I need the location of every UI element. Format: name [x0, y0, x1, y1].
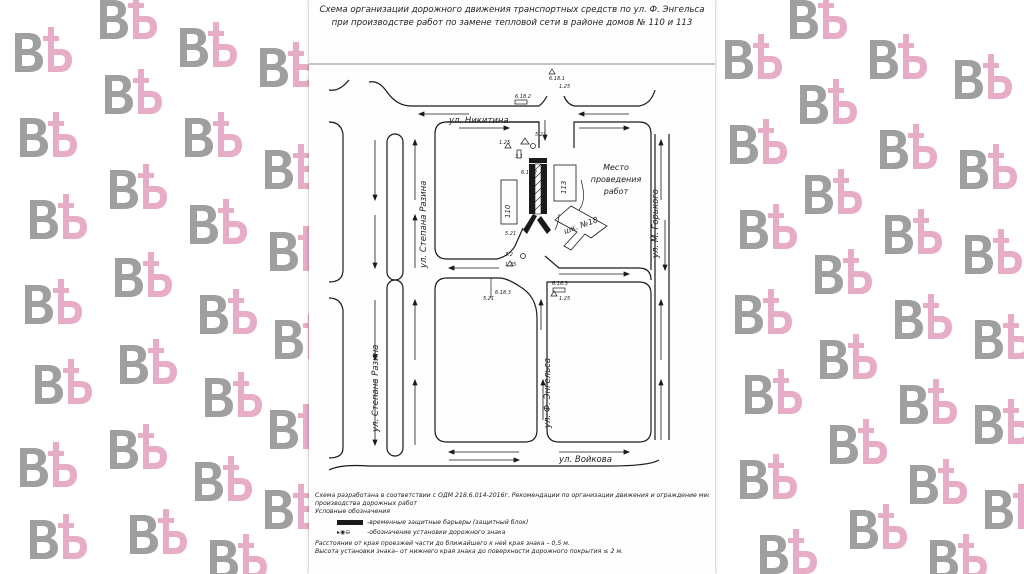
- work-site-callout-left: [554, 213, 560, 231]
- street-outlines: [309, 63, 715, 471]
- building-113: [553, 164, 577, 202]
- legend-basis-continued: производства дорожных работ: [315, 500, 418, 507]
- sign-rect-east: [552, 287, 566, 293]
- legend-distance: Расстояние от края проезжей части до бли…: [315, 540, 570, 547]
- legend-barrier-row: -временные защитные барьеры (защитный бл…: [315, 519, 709, 527]
- barrier-top: [529, 158, 547, 163]
- sign-label: 6.18.3: [495, 290, 511, 296]
- sign-label: 1.25: [559, 296, 571, 302]
- barrier-right: [541, 164, 547, 214]
- building-school: [554, 205, 608, 251]
- sign-label: 6.18.2: [521, 170, 537, 176]
- work-zone-hatch: [534, 163, 542, 215]
- street-label-razina-top: ул. Степана Разина: [419, 180, 429, 268]
- street-label-gorkogo: ул. М. Горького: [651, 189, 661, 258]
- sign-triangle-north: [548, 68, 556, 75]
- legend-sign-text: -обозначение установки дорожного знака: [367, 529, 506, 536]
- sign-circle-bottom: [520, 253, 526, 259]
- sign-symbols-icon: ▸◉⊖: [337, 529, 351, 536]
- document-title: Схема организации дорожного движения тра…: [309, 4, 715, 30]
- legend-heading: Условные обозначения: [315, 508, 391, 515]
- building-110: [500, 179, 518, 225]
- sign-label: 3.1: [515, 154, 523, 160]
- sign-rect-north: [514, 99, 528, 105]
- street-label-razina-bottom: ул. Степана Разина: [371, 344, 381, 432]
- street-label-voykova: ул. Войкова: [559, 455, 612, 465]
- legend-height: Высота установки знака– от нижнего края …: [315, 548, 623, 555]
- sign-label: 1.25: [559, 84, 571, 90]
- legend-sign-row: ▸◉⊖ -обозначение установки дорожного зна…: [315, 529, 709, 537]
- barrier-bottom-left: [523, 214, 537, 234]
- scheme-document: Схема организации дорожного движения тра…: [309, 0, 715, 574]
- sign-triangle-right: [550, 290, 558, 297]
- barrier-swatch: [337, 520, 363, 525]
- legend-barrier-text: -временные защитные барьеры (защитный бл…: [367, 519, 529, 526]
- building-110-label: 110: [504, 204, 512, 218]
- legend-basis: Схема разработана в соответствии с ОДМ 2…: [315, 492, 709, 499]
- sign-label: 6.18.2: [515, 94, 531, 100]
- sign-label: 3.2: [505, 252, 513, 258]
- sign-label: 1.25: [499, 140, 511, 146]
- sign-label: 5.21: [505, 231, 517, 237]
- sign-label: 6.18.1: [549, 76, 565, 82]
- barrier-bottom-right: [537, 216, 551, 234]
- street-label-engelsa: ул. Ф. Энгельса: [543, 357, 553, 428]
- sign-triangle-bottom: [506, 260, 514, 267]
- work-site-callout: [578, 179, 584, 211]
- building-113-label: 113: [560, 180, 568, 194]
- sign-rect-west: [516, 149, 522, 159]
- sign-label: 5.21: [535, 132, 547, 138]
- sign-label: 6.18.3: [552, 281, 568, 287]
- road-signs: [490, 68, 584, 298]
- sign-circle-top: [530, 143, 536, 149]
- buildings: [500, 164, 608, 251]
- legend: Схема разработана в соответствии с ОДМ 2…: [315, 492, 709, 556]
- sign-triangle-top: [520, 137, 530, 145]
- barrier-left: [529, 164, 535, 214]
- sign-label: 1.25: [505, 262, 517, 268]
- work-zone: [523, 158, 551, 234]
- sign-triangle-left: [504, 142, 512, 149]
- sign-label: 5.21: [483, 296, 495, 302]
- title-line-1: Схема организации дорожного движения тра…: [319, 5, 705, 15]
- street-label-nikitina: ул. Никитина: [449, 116, 509, 126]
- street-map: [309, 63, 715, 471]
- traffic-arrows: [372, 111, 668, 463]
- work-site-label: Место проведения работ: [590, 163, 642, 196]
- title-line-2: при производстве работ по замене теплово…: [331, 18, 693, 28]
